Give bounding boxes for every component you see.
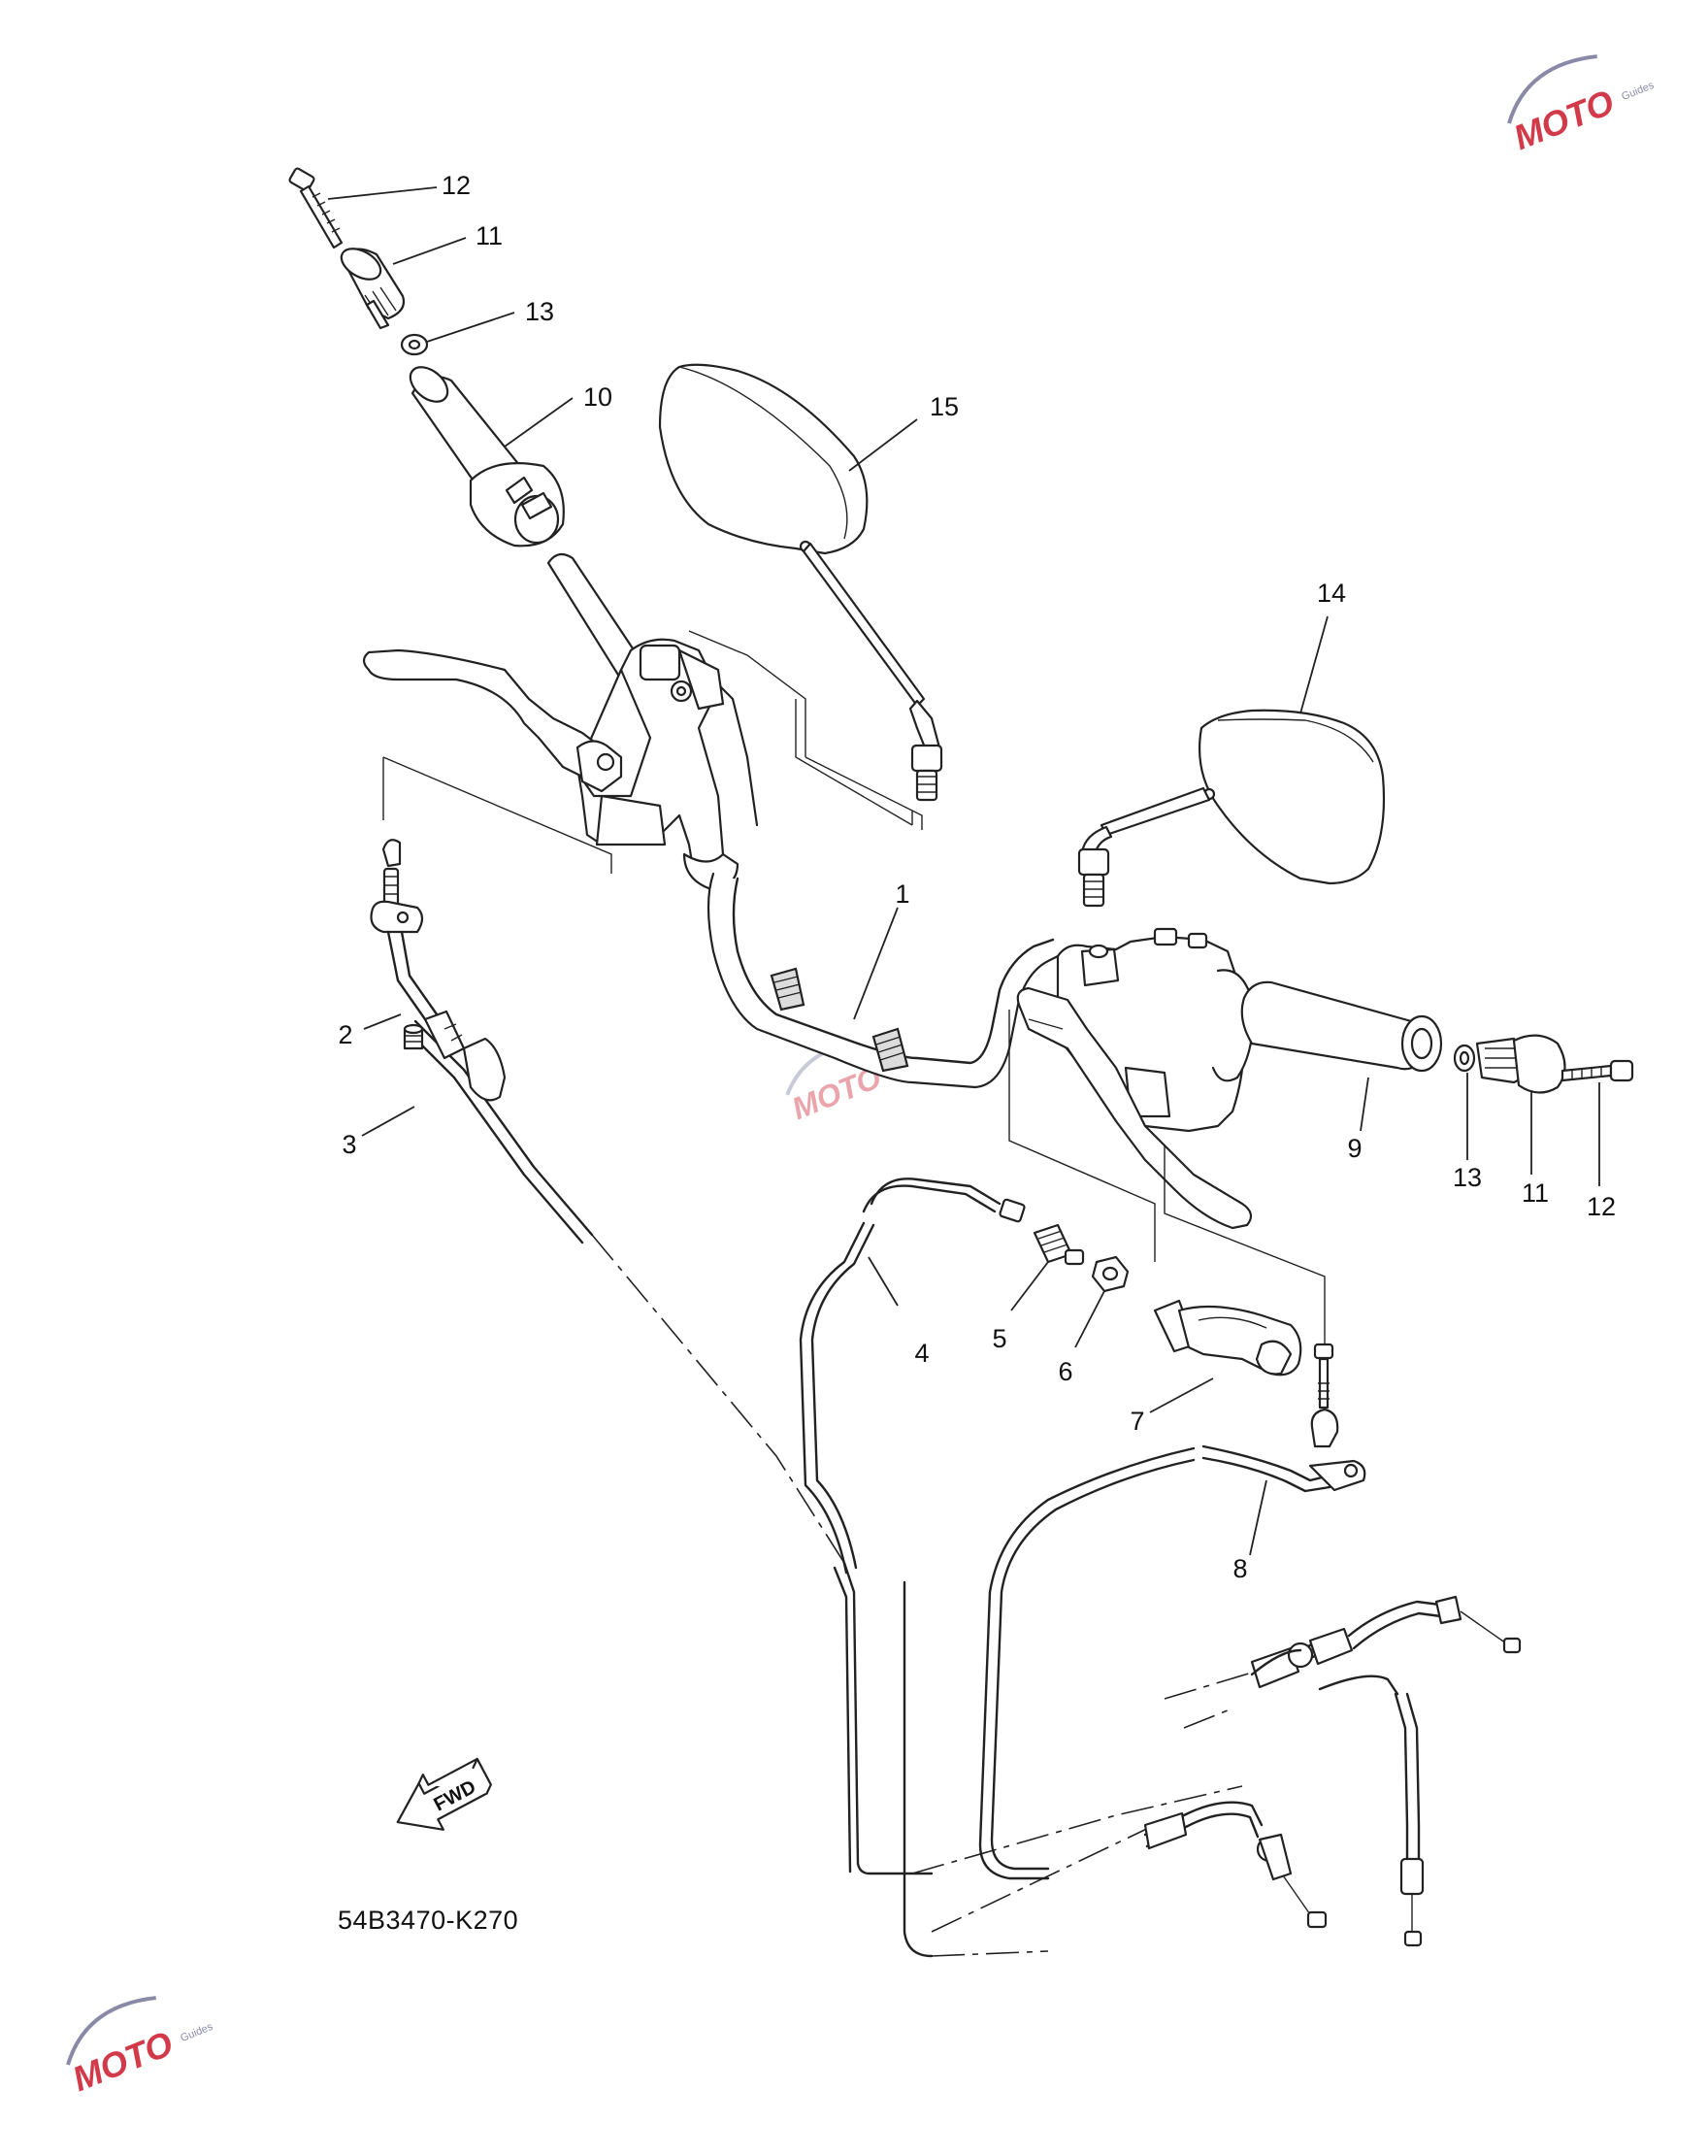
callout-10: 10 [583,382,612,412]
end-weight-11-right [1475,1034,1566,1094]
cable-8-switch [1310,1343,1339,1448]
adjuster-5 [1033,1223,1085,1266]
bolt-12-top [288,167,344,249]
right-guide-lines [1008,1010,1326,1344]
watermark-logo-bottom-left: MOTO Guides [66,1996,215,2099]
left-cable [404,1019,934,1875]
leader-lines [327,186,1600,1556]
callout-15: 15 [930,392,959,421]
fwd-arrow: FWD [396,1757,492,1831]
right-lever [1016,986,1253,1230]
washer-13-top [400,333,429,356]
grip-10 [409,366,565,547]
lower-left-cable-end [1143,1801,1328,1929]
right-switch-housing [1056,927,1255,1133]
callout-3: 3 [342,1130,356,1159]
mirror-14 [1077,709,1386,908]
washer-13-right [1453,1044,1476,1073]
handlebar-1 [706,872,1060,1089]
left-guide-lines [382,630,923,874]
watermark-sub-text: Guides [179,2021,214,2044]
callout-5: 5 [992,1324,1006,1353]
cable-adjuster-2 [370,839,507,1102]
grip-9 [1240,980,1443,1073]
callout-11-top: 11 [476,221,503,250]
callout-12-right: 12 [1587,1192,1616,1221]
callout-13-right: 13 [1453,1163,1482,1192]
callout-6: 6 [1058,1357,1072,1386]
callout-8: 8 [1232,1554,1247,1583]
bolt-12-right [1560,1059,1634,1082]
nut-6 [1091,1255,1130,1293]
watermark-logo-top-right: MOTO Guides [1507,54,1657,157]
end-weight-11-top [340,248,406,330]
callout-4: 4 [914,1339,929,1368]
mirror-15-guide [795,699,913,826]
callout-2: 2 [338,1020,352,1049]
callout-11-right: 11 [1522,1178,1549,1208]
screw-3 [403,1023,424,1050]
callout-9: 9 [1347,1134,1362,1163]
cable-8 [978,1444,1366,1880]
callout-13-top: 13 [525,297,554,326]
lower-cables [911,1595,1522,1947]
left-handlebar-assembly [546,552,759,890]
mirror-15 [658,363,943,802]
callout-labels: 12 11 13 10 15 14 1 2 3 4 5 6 7 8 9 13 1… [338,171,1616,1583]
callout-7: 7 [1130,1407,1144,1436]
callout-14: 14 [1317,579,1346,608]
watermark-sub-text: Guides [1620,80,1656,103]
callout-12-top: 12 [442,171,471,200]
drawing-code: 54B3470-K270 [338,1906,518,1935]
callout-1: 1 [895,879,909,909]
left-lever [362,648,623,793]
cable-4 [799,1178,1049,1958]
switch-7 [1153,1299,1302,1377]
